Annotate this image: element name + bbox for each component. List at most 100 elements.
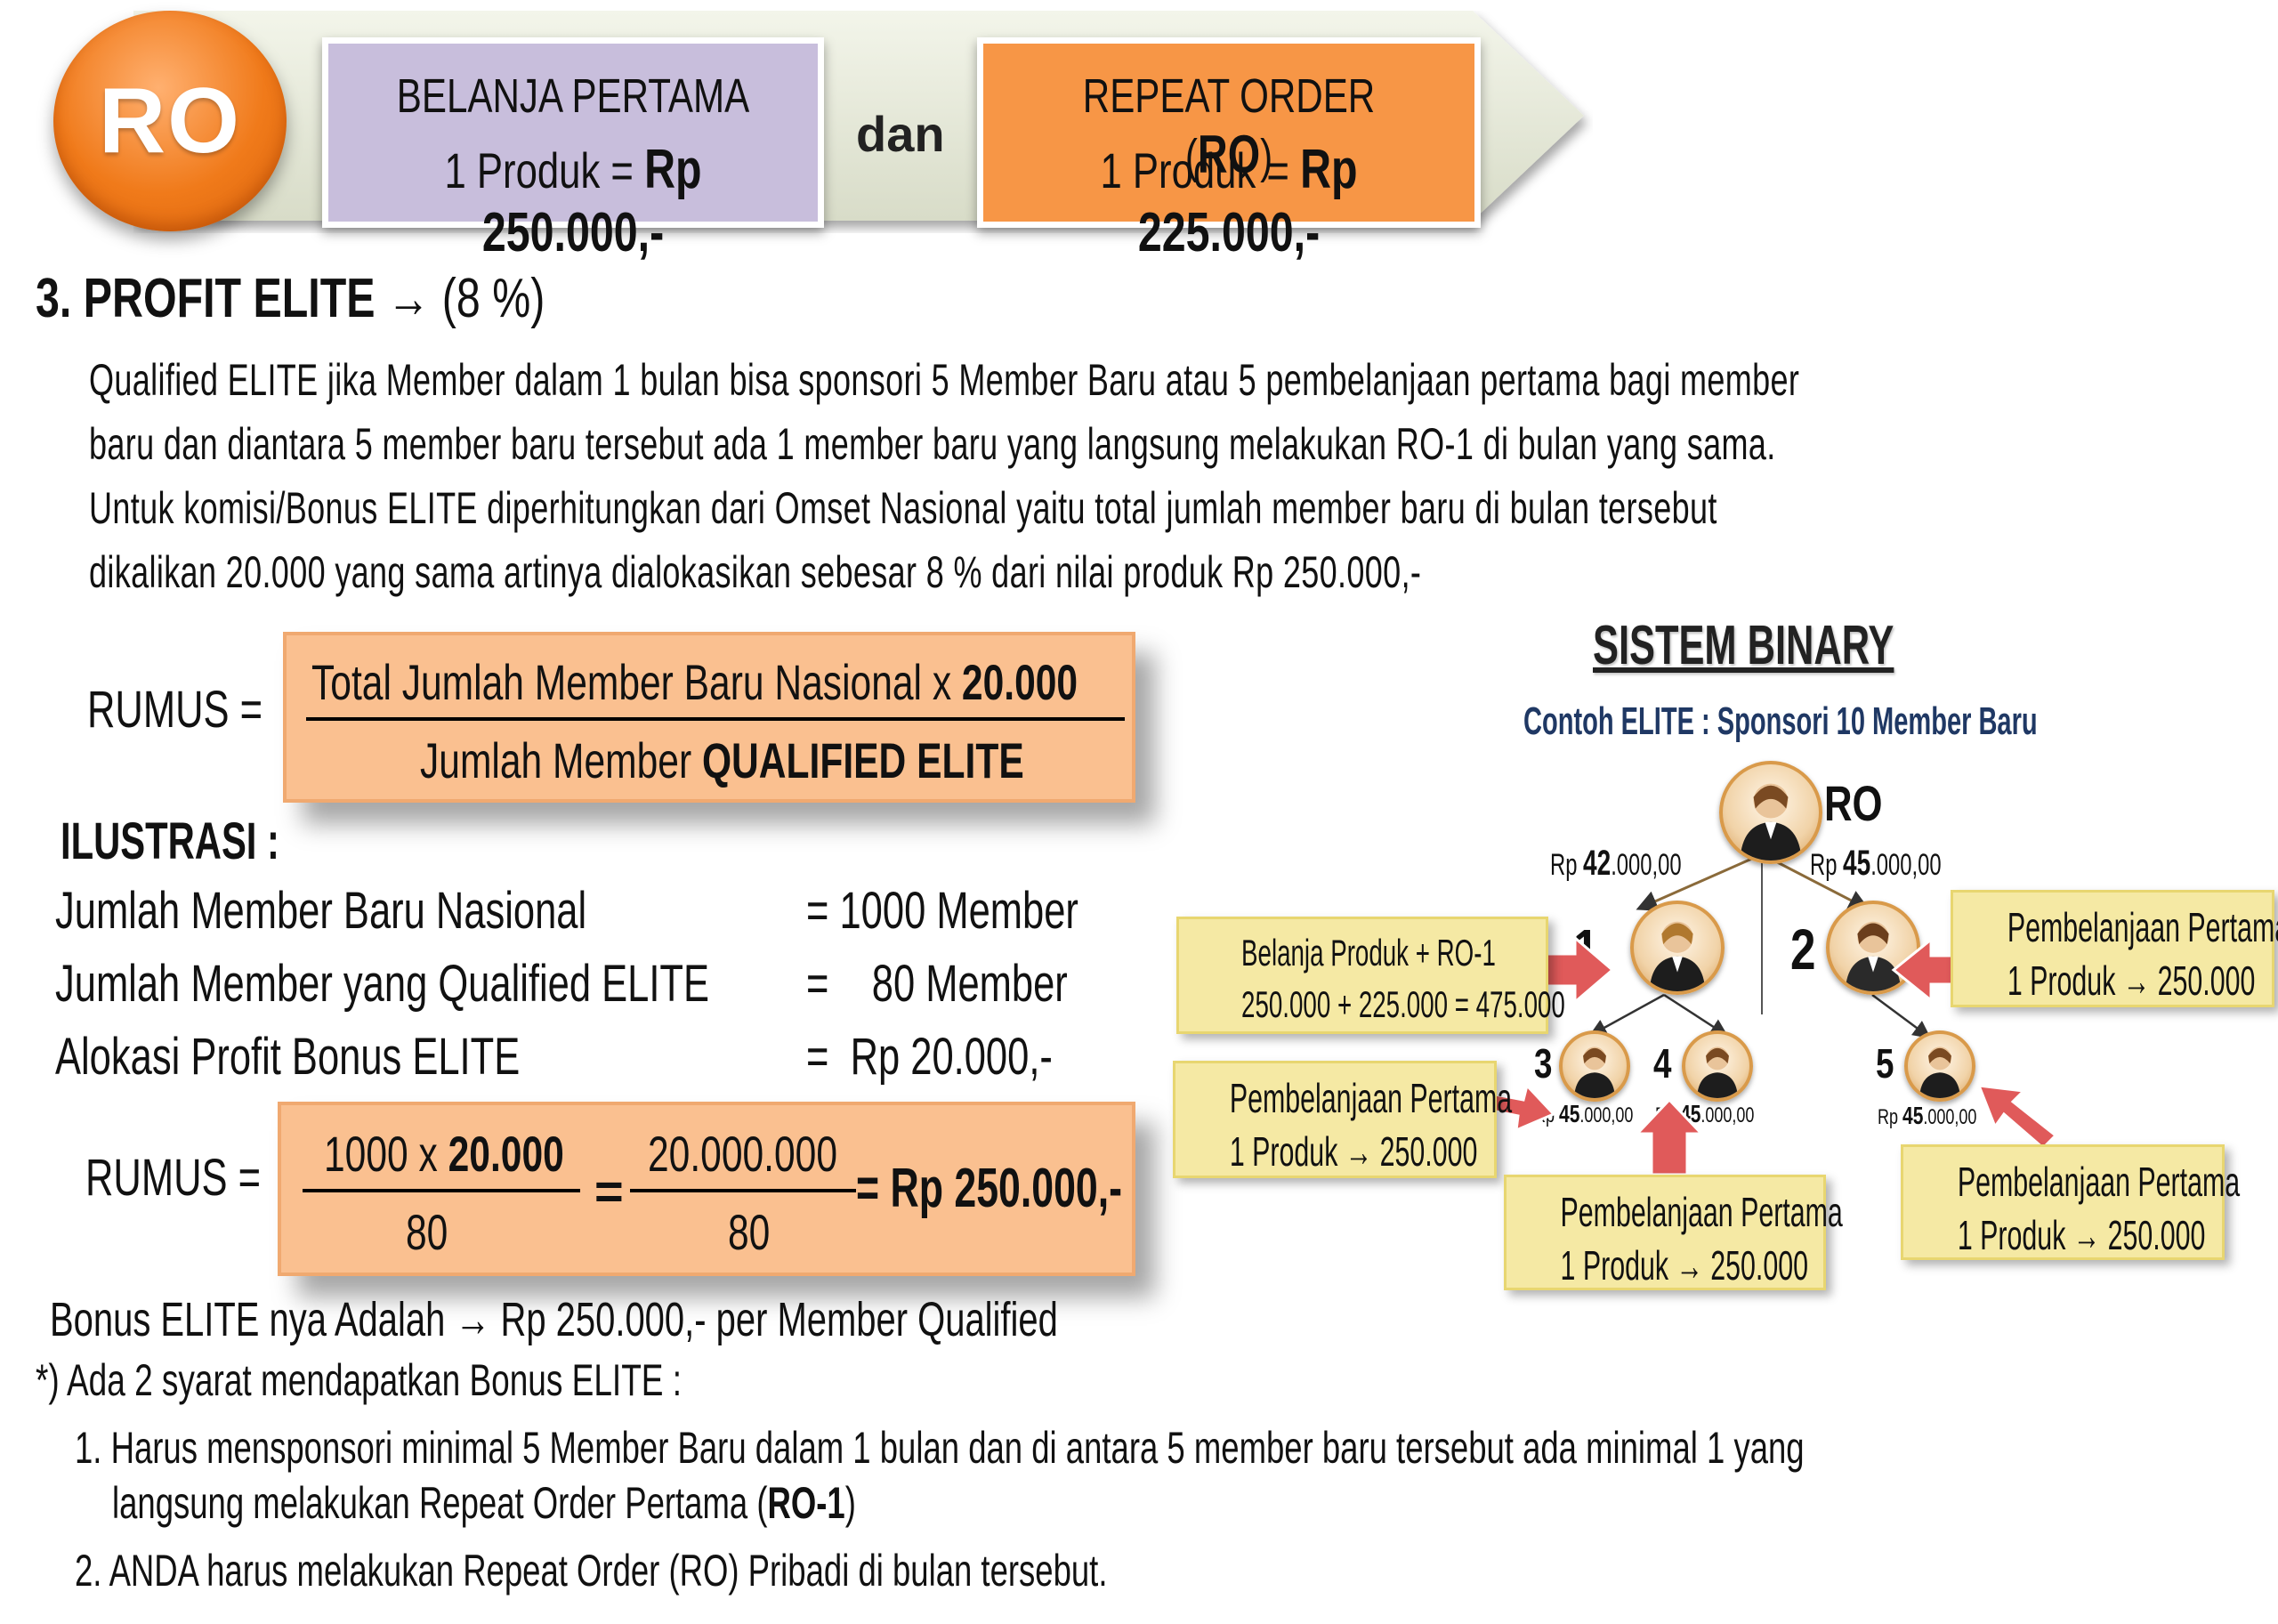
callout-line: 250.000 + 225.000 = 475.000 — [1241, 983, 1565, 1025]
syarat-item-1: 1. Harus mensponsori minimal 5 Member Ba… — [75, 1423, 1805, 1473]
item-bold: RO-1 — [767, 1478, 845, 1528]
member-5-avatar — [1904, 1030, 1975, 1102]
diagram-title: SISTEM BINARY — [1593, 615, 1894, 676]
fraction1-denominator: 80 — [406, 1204, 448, 1260]
callout-line: 1 Produk → 250.000 — [2007, 957, 2256, 1004]
callout-line: Pembelanjaan Pertama — [1229, 1075, 1513, 1121]
rp-main: 45 — [1559, 1100, 1580, 1127]
rp-prefix: Rp — [1810, 848, 1844, 882]
title-ro: RO — [1197, 125, 1261, 184]
formula-denominator: Jumlah Member QUALIFIED ELITE — [420, 731, 1024, 789]
node-number: 5 — [1876, 1040, 1894, 1087]
repeat-order-price: 1 Produk = Rp 225.000,- — [1038, 138, 1421, 264]
callout-pembelanjaan-5: Pembelanjaan Pertama 1 Produk → 250.000 — [1901, 1144, 2241, 1260]
node-amount: Rp 45.000,00 — [1878, 1102, 1976, 1130]
rp-prefix: Rp — [1878, 1105, 1903, 1129]
fraction-line — [630, 1189, 856, 1192]
root-right-amount: Rp 45.000,00 — [1810, 844, 1942, 884]
callout-pembelanjaan-3: Pembelanjaan Pertama 1 Produk → 250.000 — [1173, 1061, 1513, 1178]
rumus-calc-box: 1000 x 20.000 80 = 20.000.000 80 = Rp 25… — [278, 1102, 1135, 1276]
person-icon — [1845, 921, 1902, 991]
rp-suffix: .000,00 — [1870, 848, 1942, 882]
ilustrasi-title: ILUSTRASI : — [61, 812, 279, 870]
root-member-avatar — [1719, 761, 1822, 864]
node-number: 2 — [1790, 917, 1816, 982]
denominator-text: Jumlah Member — [420, 732, 702, 788]
bonus-text: Bonus ELITE nya Adalah — [50, 1293, 446, 1346]
ilustrasi-row-label: Jumlah Member Baru Nasional — [55, 882, 587, 940]
callout-line: 1 Produk → 250.000 — [1957, 1212, 2206, 1258]
formula-numerator: Total Jumlah Member Baru Nasional x 20.0… — [311, 653, 1078, 711]
rumus-label: RUMUS = — [87, 681, 263, 739]
callout-pembelanjaan-2: Pembelanjaan Pertama 1 Produk → 250.000 — [1951, 890, 2278, 1007]
rp-prefix: Rp — [1550, 848, 1584, 882]
ilustrasi-row-value: = 80 Member — [806, 955, 1068, 1013]
bonus-summary: Bonus ELITE nya Adalah → Rp 250.000,- pe… — [50, 1292, 1058, 1347]
repeat-order-title: REPEAT ORDER (RO) — [1038, 69, 1421, 185]
belanja-pertama-box: BELANJA PERTAMA 1 Produk = Rp 250.000,- — [322, 37, 824, 263]
callout-pembelanjaan-4: Pembelanjaan Pertama 1 Produk → 250.000 — [1504, 1175, 1843, 1290]
price-value: Rp 250.000,- — [481, 139, 702, 263]
rp-main: 42 — [1583, 844, 1612, 883]
price-label: 1 Produk = — [1100, 142, 1301, 198]
belanja-pertama-price: 1 Produk = Rp 250.000,- — [383, 138, 764, 264]
paragraph-line: Untuk komisi/Bonus ELITE diperhitungkan … — [89, 483, 1717, 533]
syarat-heading: *) Ada 2 syarat mendapatkan Bonus ELITE … — [36, 1355, 683, 1405]
rumus-label: RUMUS = — [85, 1149, 261, 1207]
item-text: langsung melakukan Repeat Order Pertama … — [112, 1478, 768, 1528]
ro-logo: RO — [53, 11, 287, 231]
arrow-icon: → — [455, 1293, 491, 1346]
paragraph-line: dikalikan 20.000 yang sama artinya dialo… — [89, 547, 1422, 597]
member-3-avatar — [1559, 1030, 1630, 1102]
price-value: Rp 225.000,- — [1137, 139, 1358, 263]
bonus-text: Rp 250.000,- per Member Qualified — [500, 1293, 1058, 1346]
ilustrasi-row-label: Jumlah Member yang Qualified ELITE — [55, 955, 709, 1013]
callout-line: 1 Produk → 250.000 — [1229, 1128, 1478, 1175]
ilustrasi-row-label: Alokasi Profit Bonus ELITE — [55, 1028, 521, 1086]
member-4-avatar — [1682, 1030, 1753, 1102]
formula-result: = Rp 250.000,- — [856, 1158, 1123, 1219]
connector-text: dan — [856, 106, 945, 162]
fraction1-numerator: 1000 x 20.000 — [324, 1125, 564, 1183]
rp-main: 45 — [1843, 844, 1871, 883]
paragraph-line: baru dan diantara 5 member baru tersebut… — [89, 419, 1776, 469]
rp-suffix: .000,00 — [1923, 1105, 1977, 1129]
person-icon — [1649, 921, 1706, 991]
title-part: REPEAT ORDER ( — [1082, 69, 1376, 183]
callout-line: Pembelanjaan Pertama — [2007, 904, 2278, 950]
person-icon — [1573, 1046, 1616, 1098]
equals-sign: = — [594, 1163, 624, 1219]
arrow-icon: → — [386, 268, 431, 329]
item-text: ) — [844, 1478, 856, 1528]
paragraph-line: Qualified ELITE jika Member dalam 1 bula… — [89, 355, 1800, 405]
callout-belanja-ro1: Belanja Produk + RO-1 250.000 + 225.000 … — [1176, 917, 1565, 1034]
numerator-text: 1000 x — [324, 1126, 448, 1182]
callout-line: Belanja Produk + RO-1 — [1241, 932, 1496, 974]
section-heading: 3. PROFIT ELITE → (8 %) — [36, 267, 545, 330]
price-label: 1 Produk = — [444, 142, 645, 198]
rp-suffix: .000,00 — [1611, 848, 1682, 882]
title-part: ) — [1260, 130, 1273, 183]
ro-logo-text: RO — [99, 69, 241, 173]
rumus-formula-box: Total Jumlah Member Baru Nasional x 20.0… — [283, 632, 1135, 803]
callout-line: Pembelanjaan Pertama — [1957, 1159, 2241, 1205]
belanja-pertama-title: BELANJA PERTAMA — [396, 69, 750, 123]
denominator-bold: QUALIFIED ELITE — [701, 732, 1024, 788]
node-number: 3 — [1534, 1040, 1553, 1087]
rp-suffix: .000,00 — [1700, 1103, 1755, 1127]
callout-line: Pembelanjaan Pertama — [1560, 1189, 1843, 1235]
heading-percent: (8 %) — [441, 268, 545, 329]
diagram-subtitle: Contoh ELITE : Sponsori 10 Member Baru — [1523, 699, 2038, 743]
person-icon — [1919, 1046, 1961, 1098]
fraction2-denominator: 80 — [728, 1204, 771, 1260]
syarat-item-1-cont: langsung melakukan Repeat Order Pertama … — [112, 1477, 856, 1529]
rp-suffix: .000,00 — [1579, 1103, 1634, 1127]
root-label: RO — [1824, 775, 1883, 831]
numerator-value: 20.000 — [448, 1126, 564, 1182]
member-1-avatar — [1630, 901, 1725, 995]
ilustrasi-row-value: = Rp 20.000,- — [806, 1028, 1053, 1086]
root-left-amount: Rp 42.000,00 — [1550, 844, 1682, 884]
node-number: 4 — [1653, 1040, 1672, 1087]
syarat-item-2: 2. ANDA harus melakukan Repeat Order (RO… — [75, 1546, 1108, 1596]
fraction-line — [306, 717, 1125, 721]
